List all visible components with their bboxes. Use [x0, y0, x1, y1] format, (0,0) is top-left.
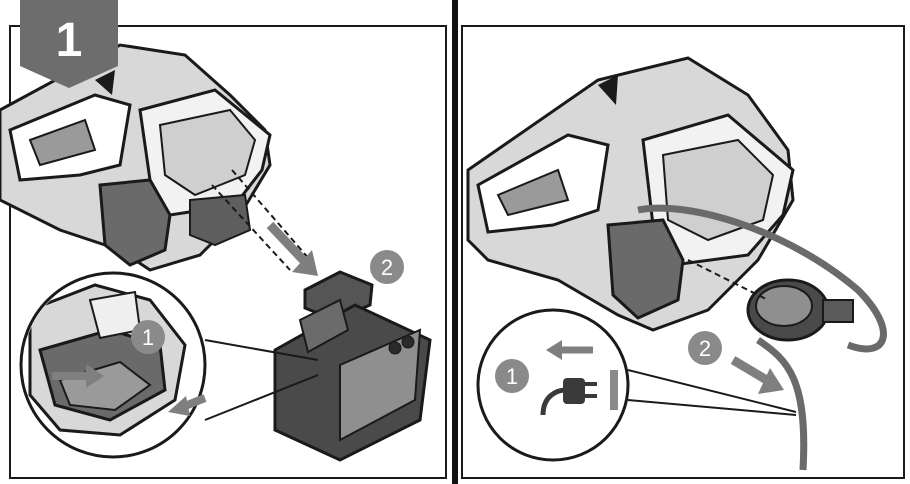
step-number: 1: [56, 14, 83, 67]
tool-body: [0, 43, 272, 272]
illustration-remove-battery: 2 1: [0, 0, 447, 479]
panel-unplug-cord: 2 1: [458, 0, 910, 484]
callout-marker-2-label: 2: [699, 336, 711, 361]
pull-arrow-icon: [266, 221, 318, 276]
inset-marker-1: 1: [131, 320, 165, 354]
plug-icon: [746, 278, 854, 342]
battery-icon: [273, 270, 432, 462]
step-badge-icon: 1: [20, 0, 118, 88]
pull-arrow-icon-small: [546, 340, 593, 360]
callout-marker-2-label: 2: [381, 255, 393, 280]
pull-arrow-icon: [730, 356, 784, 394]
inset-marker-1: 1: [495, 359, 529, 393]
panel-divider: [452, 0, 458, 484]
inset-unplug: 1: [476, 308, 630, 462]
plug-icon-small: [540, 370, 618, 416]
callout-marker-2: 2: [370, 250, 404, 284]
panel-remove-battery: 2 1: [0, 0, 452, 484]
press-arrow-icon-2: [168, 394, 207, 416]
inset-release-button: 1: [19, 271, 207, 459]
press-arrow-icon: [52, 364, 104, 388]
inset-marker-1-label: 1: [506, 364, 518, 389]
inset-marker-1-label: 1: [142, 325, 154, 350]
callout-marker-2: 2: [688, 331, 722, 365]
illustration-unplug-cord: 2 1: [461, 25, 905, 479]
